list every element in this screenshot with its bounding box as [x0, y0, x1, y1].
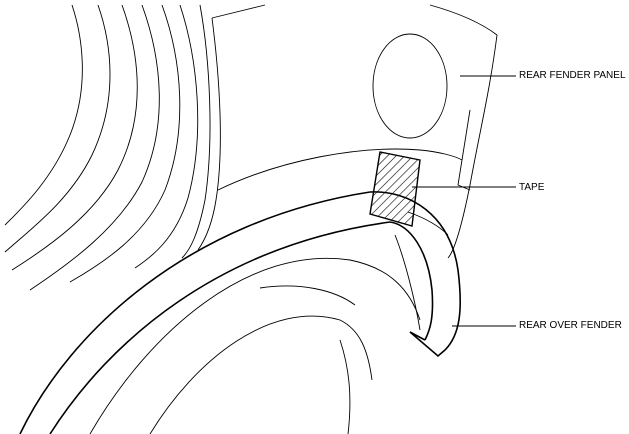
panel-oval-opening — [372, 33, 448, 139]
rear-fender-panel-outline — [217, 4, 498, 259]
label-rear-fender-panel: REAR FENDER PANEL — [519, 70, 626, 81]
wheel-arcs — [89, 258, 421, 434]
rear-over-fender — [19, 191, 462, 434]
body-contour-lines — [4, 4, 266, 291]
label-tape: TAPE — [519, 182, 545, 193]
leader-lines — [412, 75, 516, 327]
label-rear-over-fender: REAR OVER FENDER — [519, 320, 622, 331]
tape-patch — [369, 151, 421, 227]
